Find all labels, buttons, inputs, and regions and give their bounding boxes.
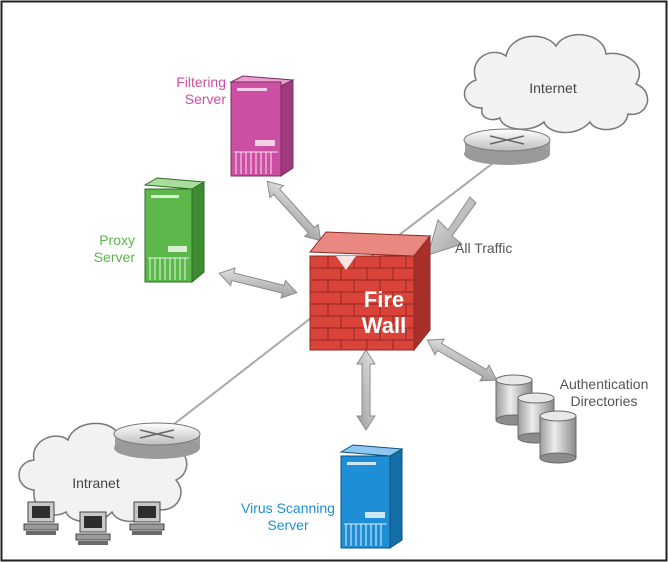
proxy-server-icon <box>143 177 206 284</box>
intranet-router-icon <box>113 422 201 459</box>
internet-cloud-icon <box>463 33 649 134</box>
arrow-firewall-virus <box>356 349 376 431</box>
all-traffic-label: All Traffic <box>455 240 512 256</box>
internet-label: Internet <box>529 80 577 96</box>
firewall-label-line1: Fire <box>364 287 404 312</box>
proxy-server-label-line2: Server <box>94 249 136 265</box>
virus-scanning-server-icon <box>339 444 404 549</box>
virus-scanning-label-line2: Server <box>267 517 309 533</box>
all-traffic-arrow-icon <box>427 196 477 256</box>
firewall-label-line2: Wall <box>362 313 406 338</box>
proxy-server-label-line1: Proxy <box>99 232 135 248</box>
arrow-filtering-firewall <box>260 174 328 248</box>
filtering-server-icon <box>229 75 295 177</box>
arrow-proxy-firewall <box>216 264 300 302</box>
virus-scanning-label-line1: Virus Scanning <box>241 500 335 516</box>
auth-directories-label-line1: Authentication <box>560 376 649 392</box>
internet-router-icon <box>463 128 551 165</box>
workstation-icon <box>75 511 111 545</box>
auth-directories-label-line2: Directories <box>571 393 638 409</box>
workstation-icon <box>23 501 59 535</box>
workstation-icon <box>129 501 165 535</box>
arrow-firewall-auth <box>422 331 502 389</box>
database-cylinder-icon <box>539 410 577 464</box>
filtering-server-label-line2: Server <box>185 91 227 107</box>
intranet-label: Intranet <box>72 475 120 491</box>
firewall-brick-icon <box>308 231 432 352</box>
filtering-server-label-line1: Filtering <box>176 74 226 90</box>
